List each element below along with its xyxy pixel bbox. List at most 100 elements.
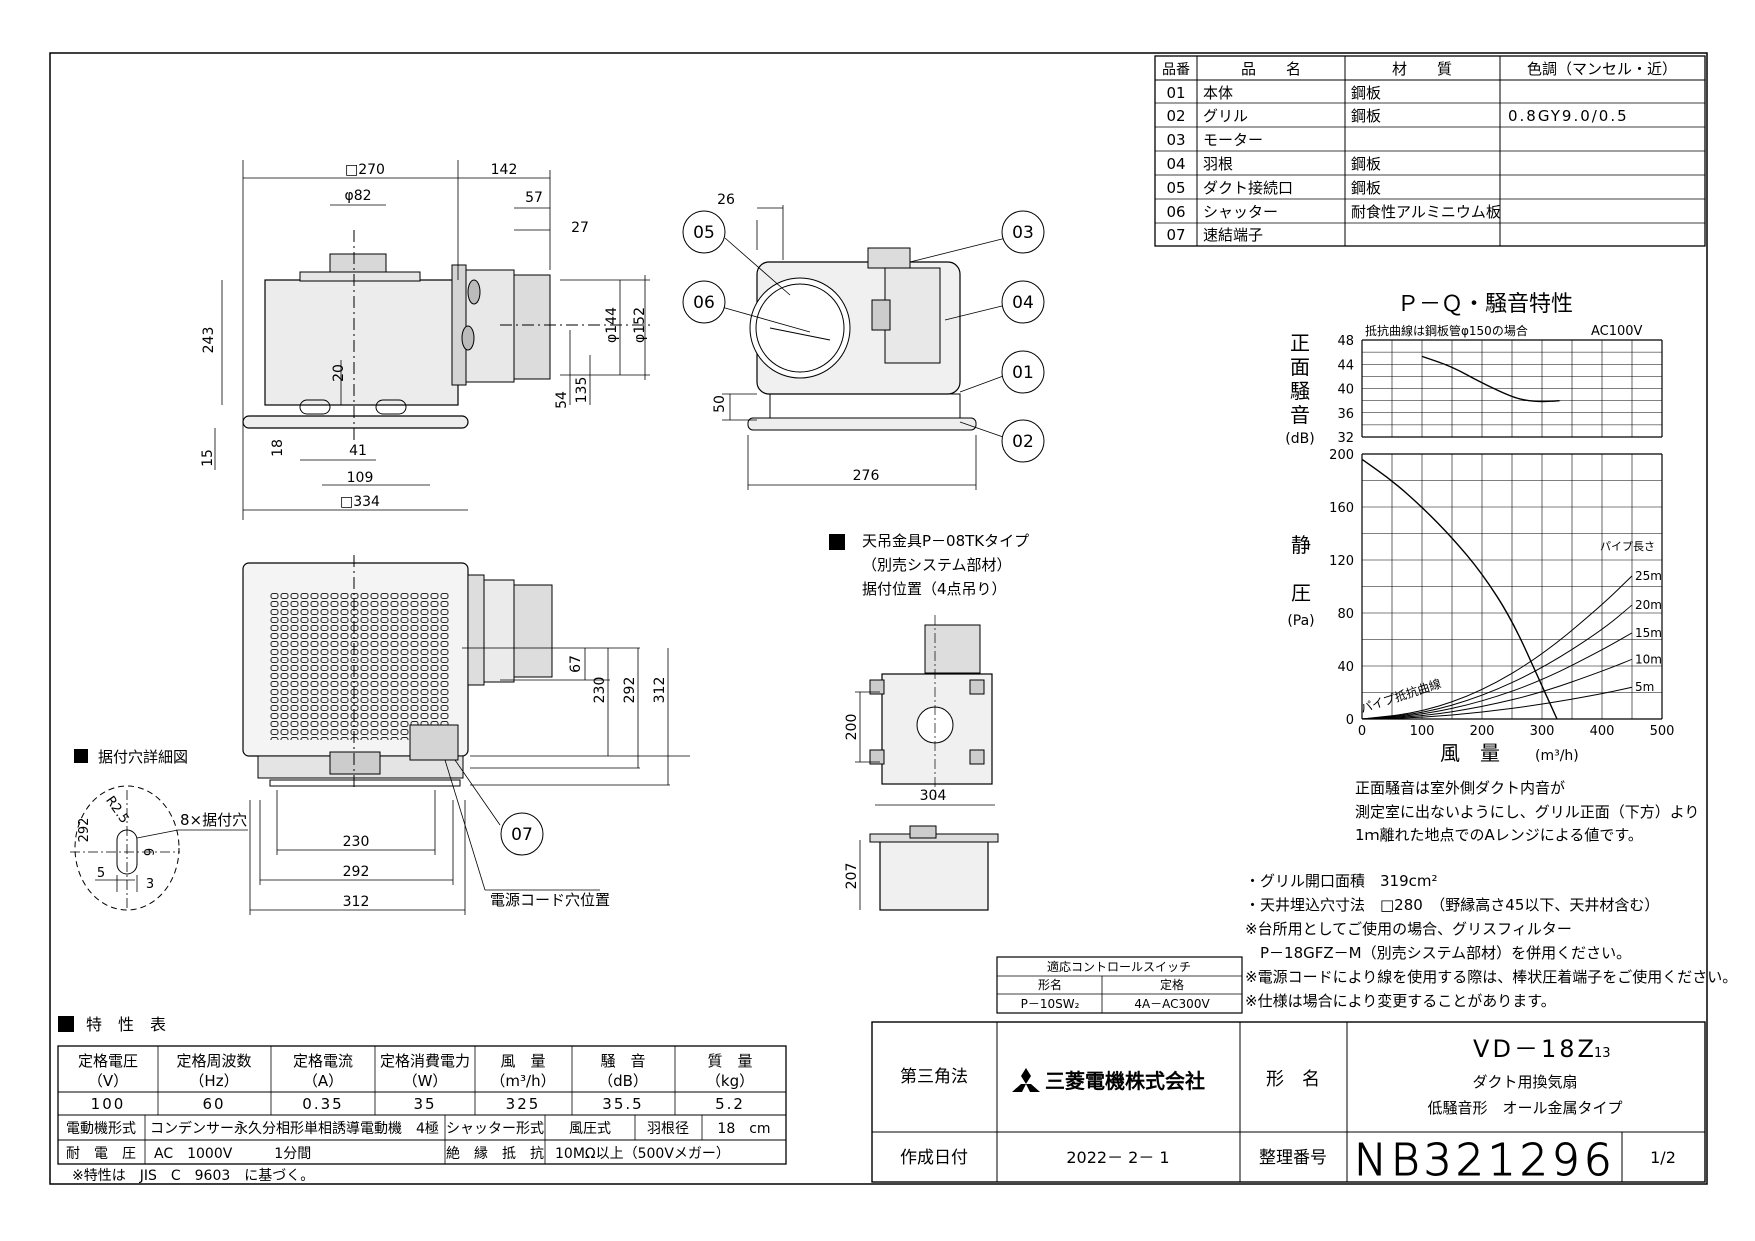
spec-insulation-label: 絶 縁 抵 抗 — [446, 1146, 544, 1162]
note-1: ・グリル開口面積 319cm² — [1245, 872, 1438, 890]
parts-header-color: 色調（マンセル・近） — [1527, 60, 1677, 78]
pipe-curve — [1361, 575, 1633, 720]
spec-blade-label: 羽根径 — [647, 1121, 689, 1137]
spec-h-mass: 質 量 — [707, 1052, 752, 1070]
pressure-tick-label: 120 — [1329, 554, 1354, 569]
control-switch-title: 適応コントロールスイッチ — [1047, 959, 1191, 974]
part-material: 鋼板 — [1351, 179, 1381, 197]
part-color: 0.8GY9.0/0.5 — [1508, 107, 1629, 125]
dim-label: 27 — [571, 220, 589, 236]
control-switch-table: 適応コントロールスイッチ 形名 定格 P－10SW₂ 4A－AC300V — [996, 956, 1243, 1014]
spec-u-mass: （kg） — [706, 1072, 754, 1090]
drawing-number: NB321296 — [1354, 1135, 1616, 1186]
noise-tick-label: 36 — [1337, 407, 1354, 422]
part-name: グリル — [1203, 107, 1248, 125]
part-no: 04 — [1166, 155, 1185, 173]
noise-label-3: 騒 — [1290, 379, 1310, 403]
pipe-curve-label: 25m — [1635, 569, 1662, 583]
spec-v-freq: 60 — [202, 1095, 225, 1113]
spec-shutter-value: 風圧式 — [569, 1121, 611, 1137]
bracket-note-1: （別売システム部材） — [862, 556, 1012, 574]
dim-label: 292 — [343, 864, 370, 880]
part-no: 02 — [1166, 107, 1185, 125]
x-tick-label: 500 — [1650, 724, 1675, 739]
dim-label: 304 — [920, 788, 947, 804]
x-axis-unit: (m³/h) — [1535, 748, 1579, 764]
spec-h-voltage: 定格電圧 — [78, 1052, 138, 1070]
date-value: 2022－ 2－ 1 — [1066, 1148, 1169, 1167]
spec-withstand-label: 耐 電 圧 — [66, 1146, 136, 1162]
callout-label: 05 — [693, 223, 715, 243]
spec-h-noise: 騒 音 — [600, 1052, 645, 1070]
part-no: 05 — [1166, 179, 1185, 197]
noise-note-3: 1ｍ離れた地点でのAレンジによる値です。 — [1355, 826, 1643, 844]
chart-resistance-note: 抵抗曲線は鋼板管φ150の場合 — [1365, 323, 1528, 338]
dim-label: 18 — [270, 439, 286, 457]
dim-label: 57 — [525, 190, 543, 206]
top-view-dimensions: □270 142 φ82 57 27 243 20 15 18 41 109 □… — [200, 162, 648, 510]
product-description-2: 低騒音形 オール金属タイプ — [1427, 1099, 1622, 1117]
note-4: P－18GFZ－M（別売システム部材）を併用ください。 — [1245, 944, 1631, 962]
spec-v-current: 0.35 — [302, 1095, 343, 1113]
noise-label-2: 面 — [1290, 355, 1310, 379]
pipe-curve-label: 5m — [1635, 680, 1654, 694]
dim-label: 67 — [568, 655, 584, 673]
callout-label: 04 — [1012, 293, 1034, 313]
spec-footnote: ※特性は JIS C 9603 に基づく。 — [72, 1167, 314, 1184]
pipe-curve-label: 15m — [1635, 626, 1662, 640]
dim-label: 15 — [200, 449, 216, 467]
part-material: 鋼板 — [1351, 155, 1381, 173]
part-callouts: 05 06 03 04 01 02 07 — [500, 210, 1045, 856]
dim-label: φ82 — [344, 188, 371, 204]
part-no: 01 — [1166, 84, 1185, 102]
part-no: 07 — [1166, 226, 1185, 244]
dim-label: 9 — [143, 848, 158, 856]
product-description-1: ダクト用換気扇 — [1472, 1073, 1577, 1091]
spec-motor-value: コンデンサー永久分相形単相誘導電動機 4極 — [150, 1120, 439, 1137]
parts-header-material: 材 質 — [1392, 60, 1452, 78]
model-label: 形 名 — [1266, 1069, 1320, 1090]
pipe-curve — [1361, 658, 1633, 720]
control-switch-h1: 形名 — [1038, 977, 1062, 992]
bracket-title: 天吊金具P－08TKタイプ — [862, 532, 1029, 550]
dim-label: 312 — [343, 894, 370, 910]
x-tick-label: 300 — [1530, 724, 1555, 739]
date-label: 作成日付 — [900, 1148, 968, 1168]
spec-v-mass: 5.2 — [715, 1095, 745, 1113]
dim-label: 50 — [712, 395, 728, 413]
power-cord-label: 電源コード穴位置 — [490, 891, 610, 909]
part-material: 鋼板 — [1351, 84, 1381, 102]
title-block: 第三角法 三菱電機株式会社 形 名 VD－18Z 13 ダクト用換気扇 低騒音形… — [871, 1021, 1706, 1187]
dim-label: 292 — [622, 677, 638, 704]
chart-title: Ｐ－Ｑ・騒音特性 — [1397, 292, 1573, 317]
part-no: 06 — [1166, 203, 1185, 221]
dim-label: □334 — [340, 494, 380, 510]
noise-note-1: 正面騒音は室外側ダクト内音が — [1355, 779, 1565, 797]
page-number: 1/2 — [1650, 1148, 1676, 1167]
part-name: 速結端子 — [1203, 226, 1263, 244]
dim-label: 3 — [146, 877, 154, 892]
pipe-length-label: パイプ長さ — [1600, 540, 1655, 553]
dim-label: 200 — [844, 714, 860, 741]
noise-tick-label: 32 — [1337, 431, 1354, 446]
x-tick-label: 400 — [1590, 724, 1615, 739]
part-name: 羽根 — [1203, 155, 1233, 173]
pressure-label-2: 圧 — [1291, 581, 1311, 605]
dim-label: 109 — [347, 470, 374, 486]
sheet-border — [49, 52, 1708, 1185]
part-material: 鋼板 — [1351, 107, 1381, 125]
noise-tick-label: 44 — [1337, 358, 1354, 373]
projection-method: 第三角法 — [900, 1067, 968, 1087]
x-tick-label: 0 — [1358, 724, 1366, 739]
dim-label: 20 — [331, 364, 347, 382]
parts-header-no: 品番 — [1162, 62, 1190, 78]
dim-label: 142 — [491, 162, 518, 178]
spec-u-noise: （dB） — [598, 1072, 648, 1090]
callout-label: 07 — [511, 825, 533, 845]
spec-shutter-label: シャッター形式 — [446, 1121, 544, 1137]
pq-chart: Ｐ－Ｑ・騒音特性 抵抗曲線は鋼板管φ150の場合 AC100V 正 面 騒 音 … — [1285, 292, 1674, 765]
pressure-tick-label: 200 — [1329, 448, 1354, 463]
spec-v-airflow: 325 — [506, 1095, 541, 1113]
dim-label: φ144 — [604, 307, 620, 343]
